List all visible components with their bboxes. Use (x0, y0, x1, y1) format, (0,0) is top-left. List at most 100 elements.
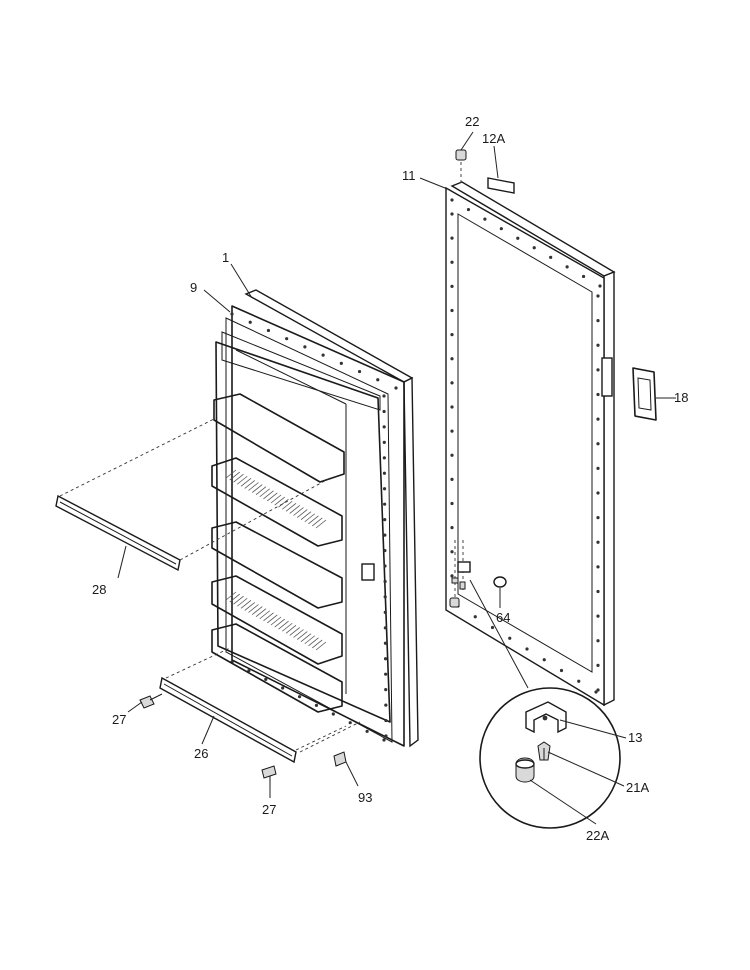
screw-hole (450, 381, 454, 385)
callout-1: 1 (222, 250, 229, 265)
callout-13: 13 (628, 730, 642, 745)
screw-hole (382, 425, 386, 429)
screw-hole (450, 429, 454, 433)
shelf-rib (255, 608, 267, 617)
shelf-rib (270, 616, 282, 626)
shelf-rib (240, 600, 252, 609)
plug-button (493, 576, 507, 588)
screw-hole (450, 198, 454, 202)
screw-hole (596, 639, 600, 643)
screw-hole (383, 548, 387, 553)
screw-hole (383, 641, 388, 645)
screw-hole (596, 614, 600, 618)
shelf-rib (240, 478, 252, 487)
screw-hole (542, 658, 546, 662)
shelf-rib (297, 631, 308, 640)
screw-hole (230, 312, 234, 316)
screw-hole (314, 703, 319, 707)
screw-hole (450, 212, 454, 216)
shelf-rib (282, 500, 293, 510)
screw-hole (384, 718, 388, 723)
screw-hole (598, 284, 602, 288)
shelf-rib (248, 482, 259, 491)
screw-hole (596, 565, 600, 569)
screw-hole (473, 615, 477, 619)
screw-hole (450, 477, 454, 481)
screw-hole (490, 625, 495, 630)
shelf-rib (312, 517, 323, 527)
screw-27-bottom (261, 765, 277, 786)
shelf-rib (278, 620, 289, 630)
screw-hole (450, 357, 454, 361)
outer-door-panel (445, 181, 616, 707)
outer-door-screw-holes (450, 198, 602, 694)
screw-hole (382, 738, 386, 742)
screw-hole (383, 579, 387, 584)
screw-hole (382, 487, 387, 491)
screw-hole (383, 502, 387, 506)
screw-hole (596, 663, 600, 667)
screw-hole (264, 677, 268, 681)
screw-hole (248, 320, 252, 324)
screw-hole (596, 294, 600, 298)
shelf-rib (315, 641, 327, 651)
callout-93: 93 (358, 790, 372, 805)
shelf-rib (225, 591, 237, 601)
shelf-rib (233, 595, 244, 605)
shelf-rib (244, 602, 255, 611)
screw-hole (499, 227, 503, 231)
screw-hole (596, 589, 600, 594)
screw-hole (596, 368, 600, 372)
screw-hole (384, 672, 388, 676)
callout-28: 28 (92, 582, 106, 597)
screw-hole (450, 236, 454, 240)
inner-door-liner (215, 289, 419, 748)
top-hinge-clip (487, 177, 515, 194)
door-shelves (211, 393, 345, 713)
screw-hole (376, 378, 380, 382)
screw-hole (321, 353, 325, 357)
shelf-rib (270, 494, 282, 504)
shelf-rib (237, 475, 248, 485)
screw-hole (596, 540, 600, 544)
screw-hole (382, 409, 386, 414)
screw-hole (383, 626, 387, 630)
shelf-rib (285, 503, 297, 512)
screw-hole (382, 456, 386, 460)
shelf-rib (267, 492, 278, 502)
screw-hole (596, 516, 600, 520)
shelf-rib (289, 627, 300, 636)
screw-hole (382, 471, 387, 475)
callout-22: 22 (465, 114, 479, 129)
shelf-rib (267, 614, 278, 624)
shelf-rib (229, 593, 240, 603)
shelf-rib (308, 515, 319, 525)
shelf-rib (263, 490, 274, 500)
screw-hole (596, 466, 600, 470)
shelf-rib (293, 629, 304, 638)
callout-9: 9 (190, 280, 197, 295)
screw-hole (365, 729, 369, 733)
shelf-rib (285, 625, 297, 634)
screw-hole (596, 392, 600, 397)
shelf-bar-lower (159, 676, 297, 764)
shelf-rib (304, 635, 315, 645)
screw-hole (450, 333, 454, 337)
screw-hole (357, 369, 362, 374)
screw-hole (450, 284, 454, 288)
screw-hole (383, 533, 387, 537)
screw-hole (549, 255, 553, 259)
screw-hole (266, 328, 271, 333)
shelf-bar-upper (55, 494, 181, 572)
callout-64: 64 (496, 610, 510, 625)
screw-hole (303, 345, 307, 349)
screw-hole (466, 207, 471, 212)
screw-hole (450, 405, 454, 409)
screw-hole (532, 246, 536, 250)
shelf-rib (233, 473, 244, 483)
callout-labels: 22 12A 11 1 9 18 28 64 13 27 26 21A 93 2… (92, 114, 688, 843)
screw-hole (450, 574, 454, 578)
callout-22a: 22A (586, 828, 609, 843)
screw-hole (297, 695, 302, 699)
shelf-rib (300, 633, 312, 642)
